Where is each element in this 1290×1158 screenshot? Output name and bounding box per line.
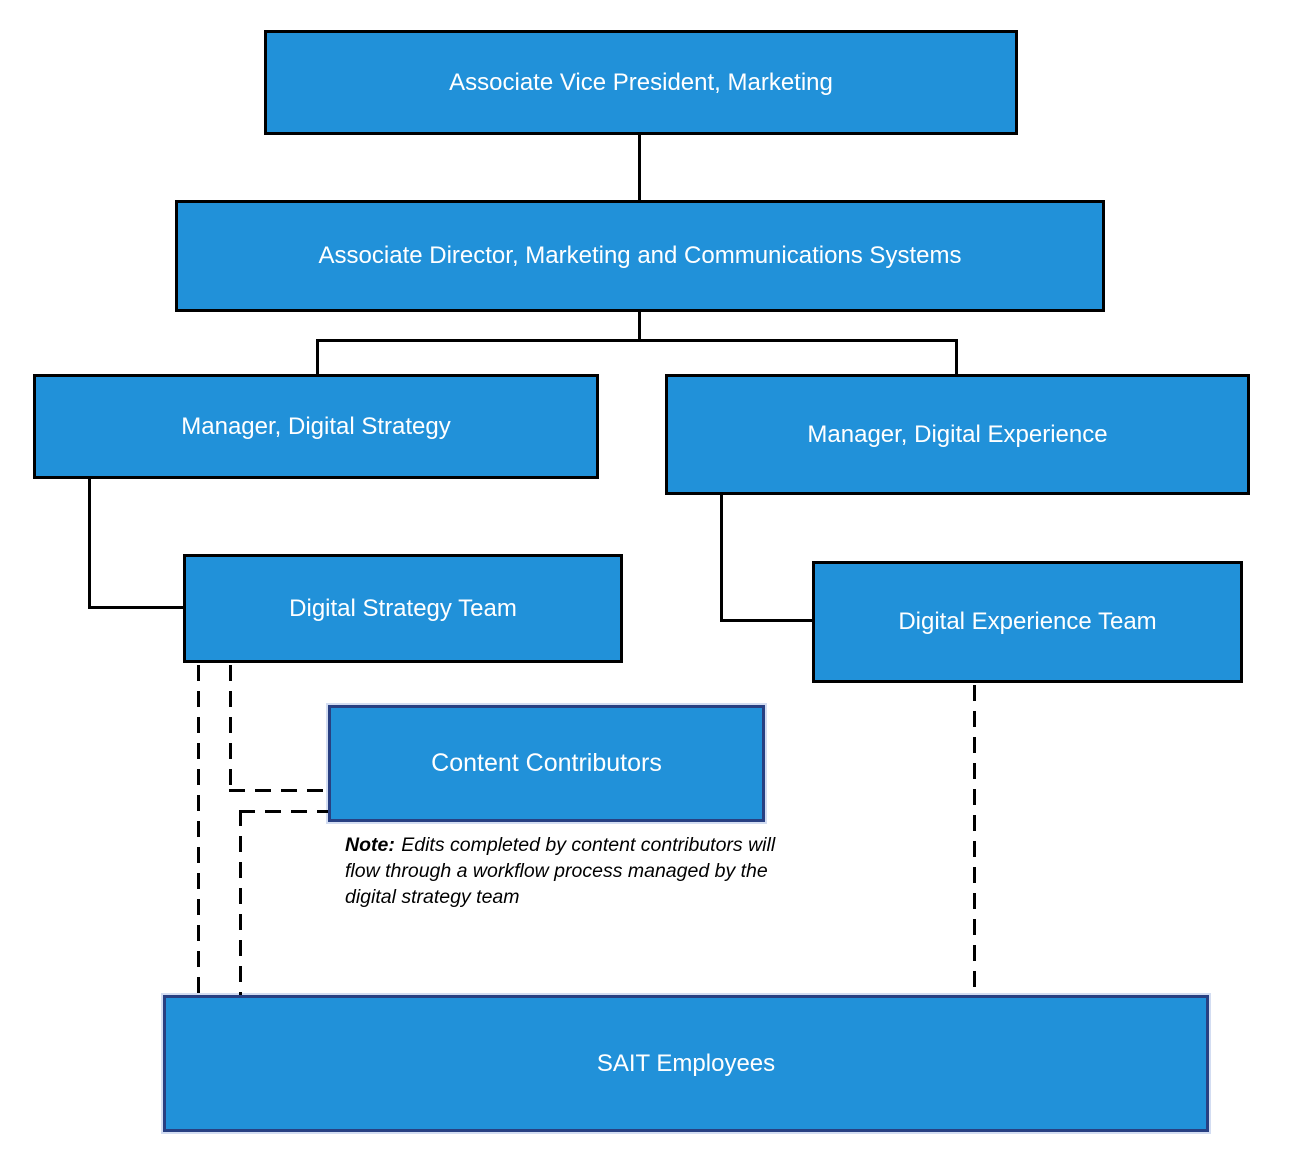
node-label: Digital Strategy Team (289, 594, 517, 622)
connector-drop-to-manager-digital-experience (955, 341, 958, 374)
node-label: SAIT Employees (596, 1049, 776, 1077)
node-associate-vice-president-marketing: Associate Vice President, Marketing (264, 30, 1018, 135)
node-label: Manager, Digital Strategy (181, 412, 451, 440)
node-manager-digital-strategy: Manager, Digital Strategy (33, 374, 599, 479)
note-body: Edits completed by content contributors … (345, 834, 776, 908)
dashed-connector-dst-to-cc-horizontal (229, 789, 328, 792)
node-digital-experience-team: Digital Experience Team (812, 561, 1243, 683)
dashed-connector-det-to-sait (973, 685, 976, 995)
dashed-connector-dst-to-sait (197, 665, 200, 995)
dashed-connector-cc-to-sait-vertical (239, 810, 242, 995)
node-digital-strategy-team: Digital Strategy Team (183, 554, 623, 663)
node-associate-director-marketing-communications-systems: Associate Director, Marketing and Commun… (175, 200, 1105, 312)
connector-mgrde-to-det-horizontal (720, 619, 812, 622)
connector-ad-horizontal-bus (316, 339, 958, 342)
connector-mgrds-to-dst-horizontal (88, 606, 183, 609)
dashed-connector-dst-to-cc-vertical (229, 665, 232, 791)
connector-mgrds-to-dst-vertical (88, 479, 91, 609)
node-label: Digital Experience Team (898, 608, 1157, 635)
connector-drop-to-manager-digital-strategy (316, 341, 319, 374)
connector-ad-stub (638, 312, 641, 341)
node-content-contributors: Content Contributors (328, 705, 765, 822)
node-label: Associate Director, Marketing and Commun… (318, 242, 962, 269)
node-sait-employees: SAIT Employees (163, 995, 1209, 1132)
connector-mgrde-to-det-vertical (720, 495, 723, 622)
node-label: Associate Vice President, Marketing (449, 68, 833, 96)
node-label: Manager, Digital Experience (807, 420, 1108, 448)
connector-avp-to-ad (638, 135, 641, 200)
node-label: Content Contributors (431, 749, 662, 777)
note-prefix: Note: (345, 834, 395, 856)
dashed-connector-cc-to-sait-horizontal (239, 810, 328, 813)
workflow-note: Note:Edits completed by content contribu… (345, 832, 777, 910)
node-manager-digital-experience: Manager, Digital Experience (665, 374, 1250, 495)
